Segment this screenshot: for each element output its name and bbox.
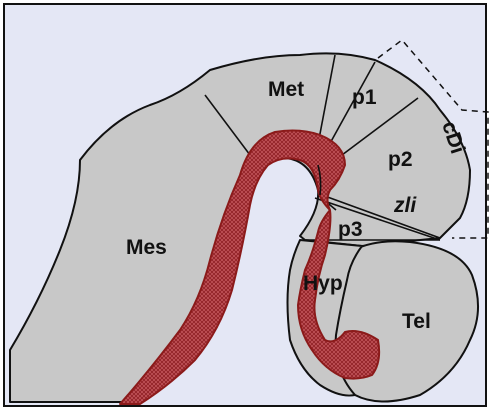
met-label: Met: [268, 78, 304, 101]
hyp-label: Hyp: [303, 272, 343, 295]
tel-label: Tel: [402, 310, 431, 333]
mes-label: Mes: [126, 236, 167, 259]
ventricle-midline: [317, 164, 322, 196]
p3-label: p3: [338, 218, 363, 241]
p1-label: p1: [352, 86, 377, 109]
cdi-bracket: [377, 38, 489, 239]
p2-label: p2: [388, 148, 413, 171]
ventricle: [119, 129, 381, 405]
zli-upper-line: [321, 194, 441, 239]
zli-lower-line: [314, 197, 441, 241]
zli-label: zli: [393, 194, 417, 217]
mes-met-boundary: [204, 94, 251, 156]
